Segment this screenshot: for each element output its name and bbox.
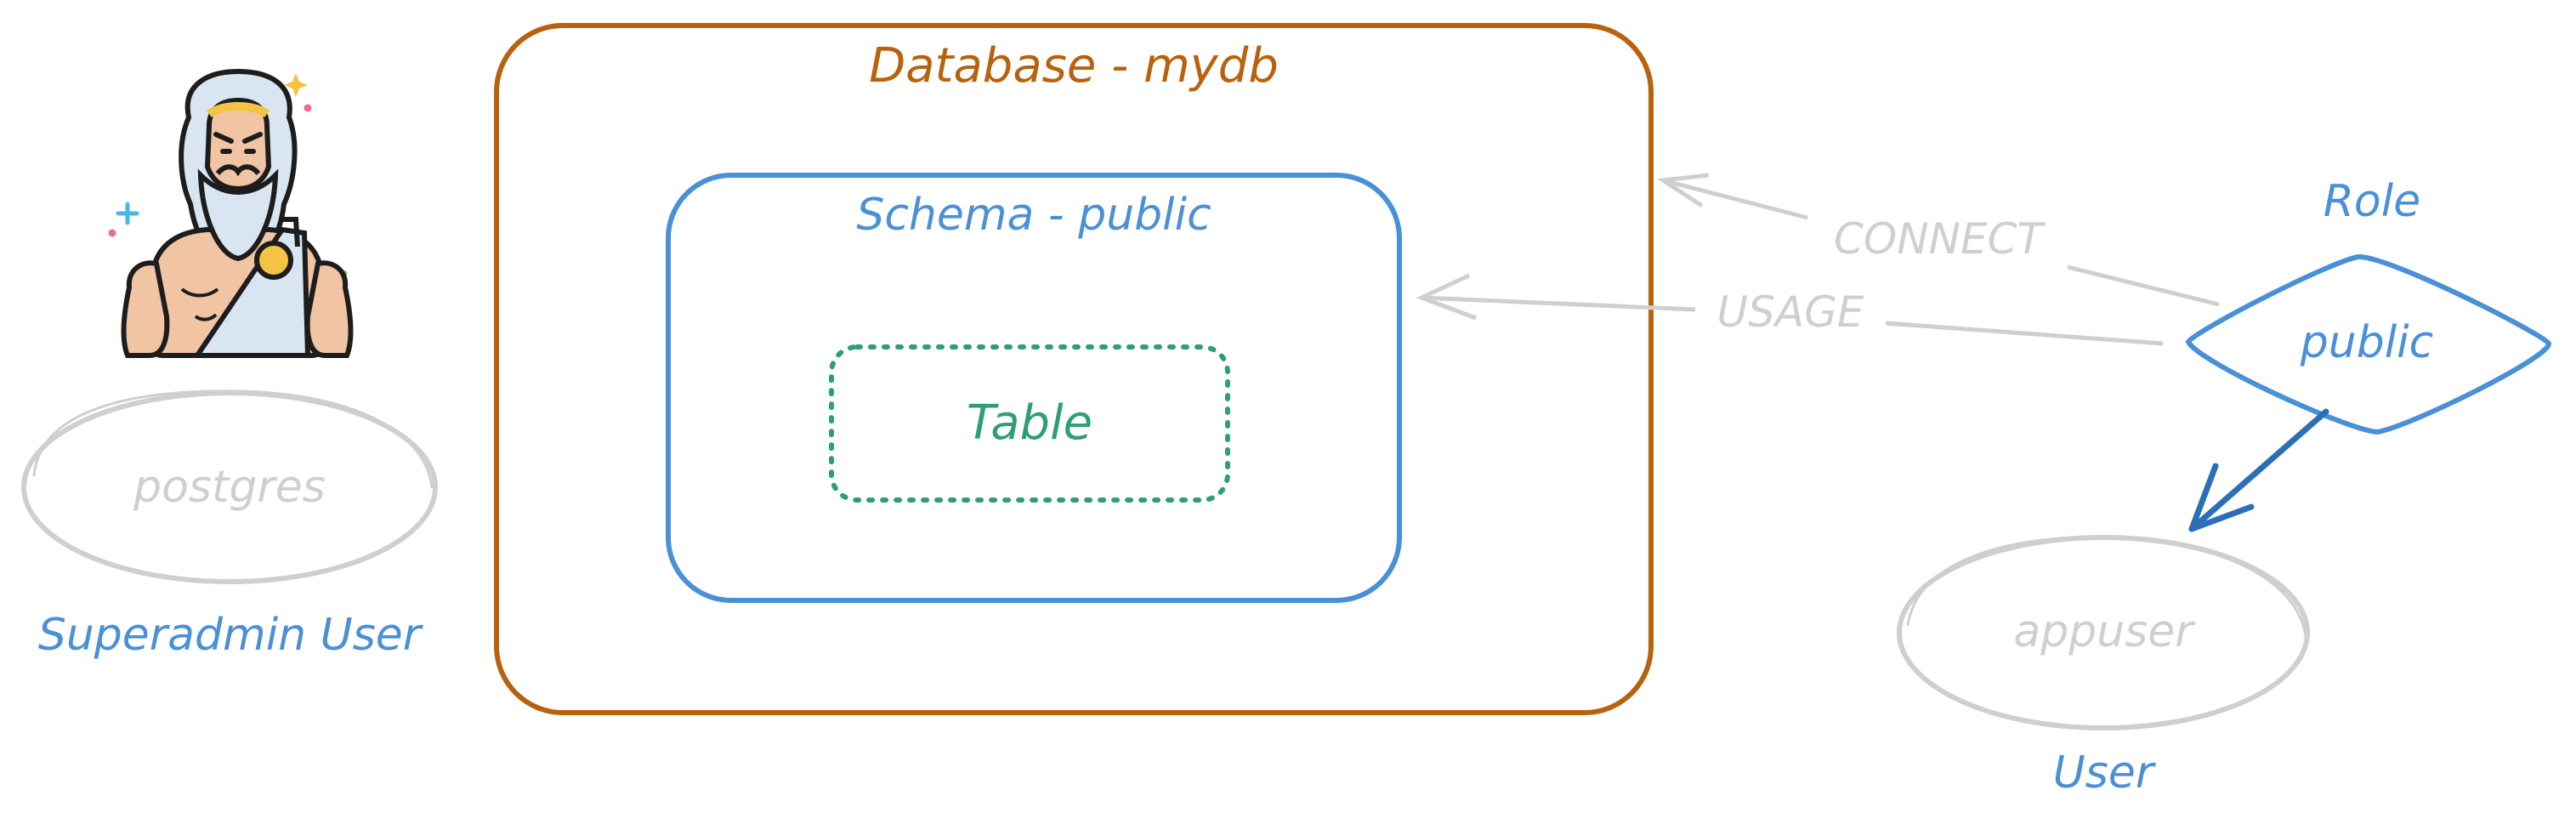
- public-role-node: public: [2185, 253, 2551, 435]
- schema-node: Schema - public: [666, 173, 1402, 603]
- postgres-user-node: postgres: [21, 389, 438, 584]
- postgres-user-label: postgres: [133, 462, 326, 513]
- usage-edge: USAGE: [1416, 273, 2164, 346]
- schema-label: Schema - public: [856, 190, 1211, 241]
- appuser-user-label: appuser: [2013, 606, 2196, 657]
- table-label: Table: [967, 395, 1092, 451]
- database-label: Database - mydb: [869, 38, 1279, 94]
- user-caption: User: [2053, 748, 2157, 799]
- connect-edge-label: CONNECT: [1834, 214, 2046, 264]
- membership-arrow: [2188, 408, 2329, 532]
- usage-edge-label: USAGE: [1717, 287, 1864, 337]
- role-caption: Role: [2324, 176, 2420, 227]
- database-node: Database - mydb: [494, 23, 1654, 715]
- superadmin-user-caption: Superadmin User: [38, 610, 424, 661]
- table-node: Table: [829, 344, 1230, 503]
- public-role-label: public: [2300, 317, 2433, 368]
- zeus-avatar-icon: [108, 68, 354, 358]
- connect-edge: CONNECT: [1656, 173, 2220, 307]
- appuser-user-node: appuser: [1897, 535, 2310, 731]
